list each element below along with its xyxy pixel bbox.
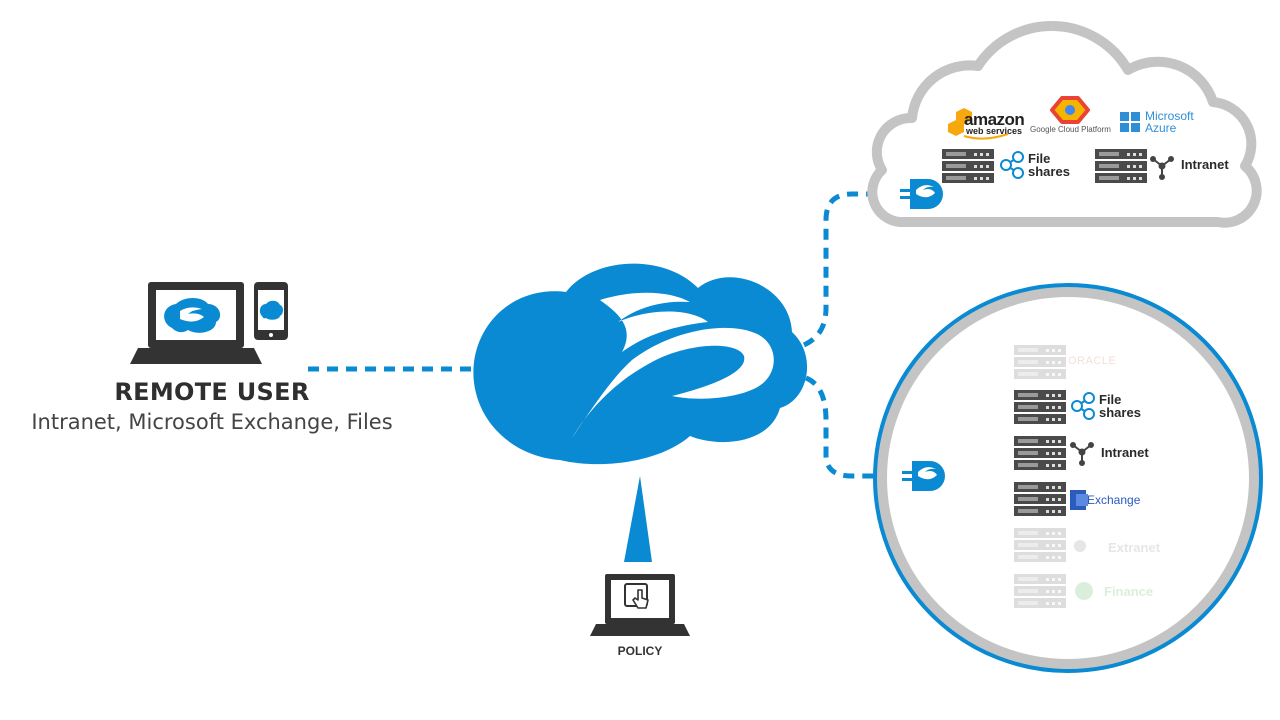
remote-user-subtitle: Intranet, Microsoft Exchange, Files: [31, 410, 393, 434]
dc-oracle-label: ORACLE: [1068, 355, 1117, 367]
policy-label: POLICY: [617, 644, 663, 658]
zscaler-cloud-logo: [473, 263, 808, 562]
azure-wordmark-line1: Microsoft: [1145, 109, 1194, 123]
azure-windows-logo: [1120, 112, 1140, 132]
cloud-intranet-server-icon: [1095, 149, 1147, 183]
dc-exchange-server-icon: [1014, 482, 1066, 516]
link-cloud-to-public-cloud: [802, 191, 900, 348]
dc-faded-label-1: Extranet: [1108, 540, 1161, 555]
datacenter-circle: [875, 285, 1261, 671]
remote-user-laptop-icon: [130, 282, 262, 364]
aws-wordmark-sub: web services: [966, 126, 1023, 136]
dc-oracle-server-faded: [1014, 345, 1066, 379]
datacenter-circle-ring: [873, 283, 1263, 673]
aws-logo: [948, 108, 1009, 140]
remote-user-title: REMOTE USER: [114, 378, 310, 406]
dc-file-shares-label: File shares: [1099, 392, 1141, 420]
dc-intranet-server-icon: [1014, 436, 1066, 470]
aws-wordmark: amazon: [964, 110, 1025, 129]
azure-wordmark: Microsoft Azure: [1145, 110, 1194, 134]
cloud-file-shares-label: File shares: [1028, 151, 1070, 179]
cloud-file-server-icon: [942, 149, 994, 183]
dc-faded-server-1: [1014, 528, 1086, 562]
google-cloud-logo: [1050, 96, 1090, 124]
cloud-intranet-label: Intranet: [1181, 157, 1229, 172]
policy-stem: [624, 476, 652, 562]
policy-laptop-icon: [590, 574, 690, 636]
link-cloud-to-datacenter: [804, 375, 905, 479]
remote-user-phone-icon: [254, 282, 288, 340]
dc-intranet-label: Intranet: [1101, 445, 1149, 460]
dc-exchange-label: Exchange: [1087, 493, 1141, 507]
dc-file-server-icon: [1014, 390, 1066, 424]
azure-wordmark-line2: Azure: [1145, 121, 1177, 135]
google-cloud-wordmark: Google Cloud Platform: [1030, 125, 1111, 134]
dc-faded-server-2: [1014, 574, 1093, 608]
dc-faded-label-2: Finance: [1104, 584, 1154, 599]
exchange-logo-icon: [1070, 490, 1088, 510]
